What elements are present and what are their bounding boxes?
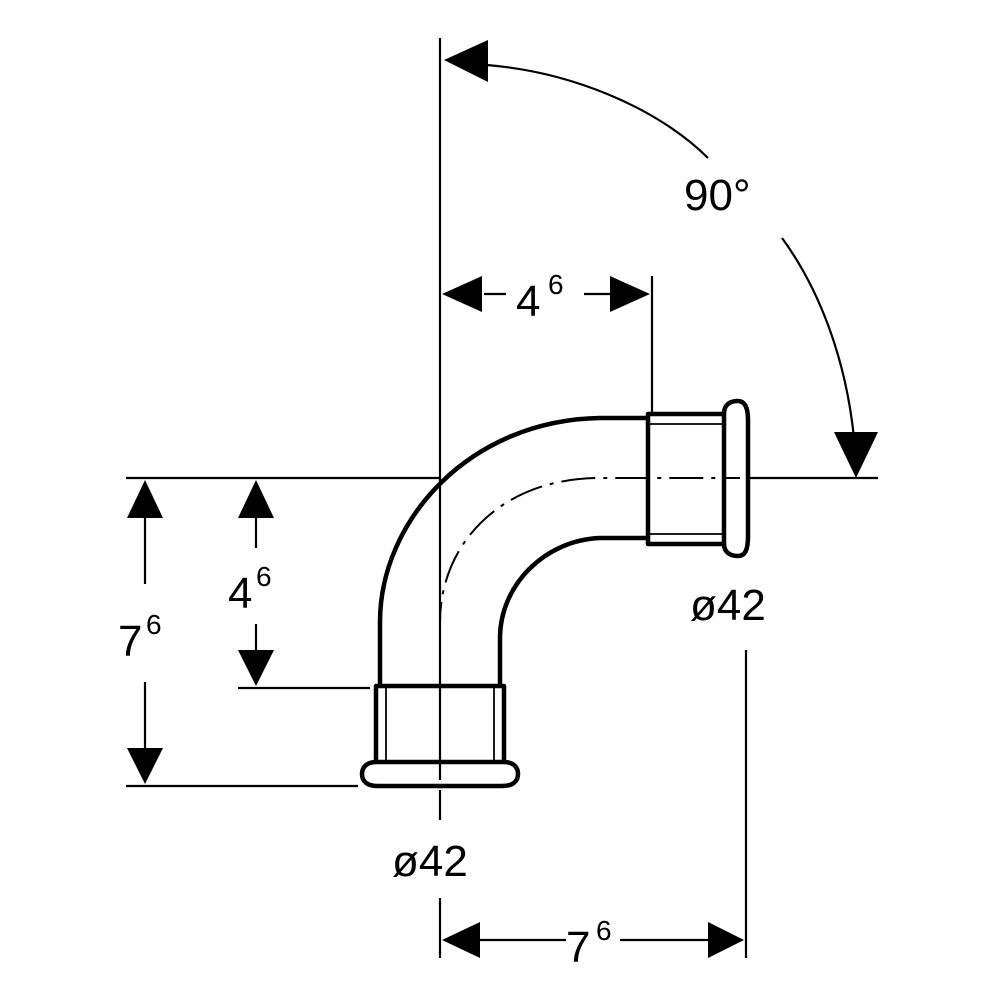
dim-left-inner-vertical: 4 6 <box>228 480 274 686</box>
angle-arrow-right <box>834 432 878 478</box>
dim-left-outer-sup: 6 <box>146 609 162 640</box>
angle-dimension: 90° <box>444 40 878 478</box>
dim-left-outer-label: 7 <box>118 617 142 666</box>
dim-bottom-horizontal: 7 6 <box>442 915 744 972</box>
dim-left-inner-sup: 6 <box>256 561 272 592</box>
dim-bottom-horizontal-sup: 6 <box>596 915 612 946</box>
dim-top-horizontal-sup: 6 <box>548 269 564 300</box>
angle-label: 90° <box>684 171 751 220</box>
elbow-center-line <box>439 477 740 690</box>
reference-lines <box>126 38 878 958</box>
dim-bottom-horizontal-label: 7 <box>566 923 590 972</box>
dim-left-outer-vertical: 7 6 <box>118 480 163 784</box>
dim-top-horizontal: 4 6 <box>442 269 650 326</box>
dim-top-horizontal-label: 4 <box>516 277 540 326</box>
diameter-right-label: ø42 <box>690 581 766 630</box>
elbow-fitting <box>359 398 751 789</box>
angle-arrow-top <box>444 40 488 82</box>
dim-left-inner-label: 4 <box>228 569 252 618</box>
diameter-bottom-label: ø42 <box>392 837 468 886</box>
